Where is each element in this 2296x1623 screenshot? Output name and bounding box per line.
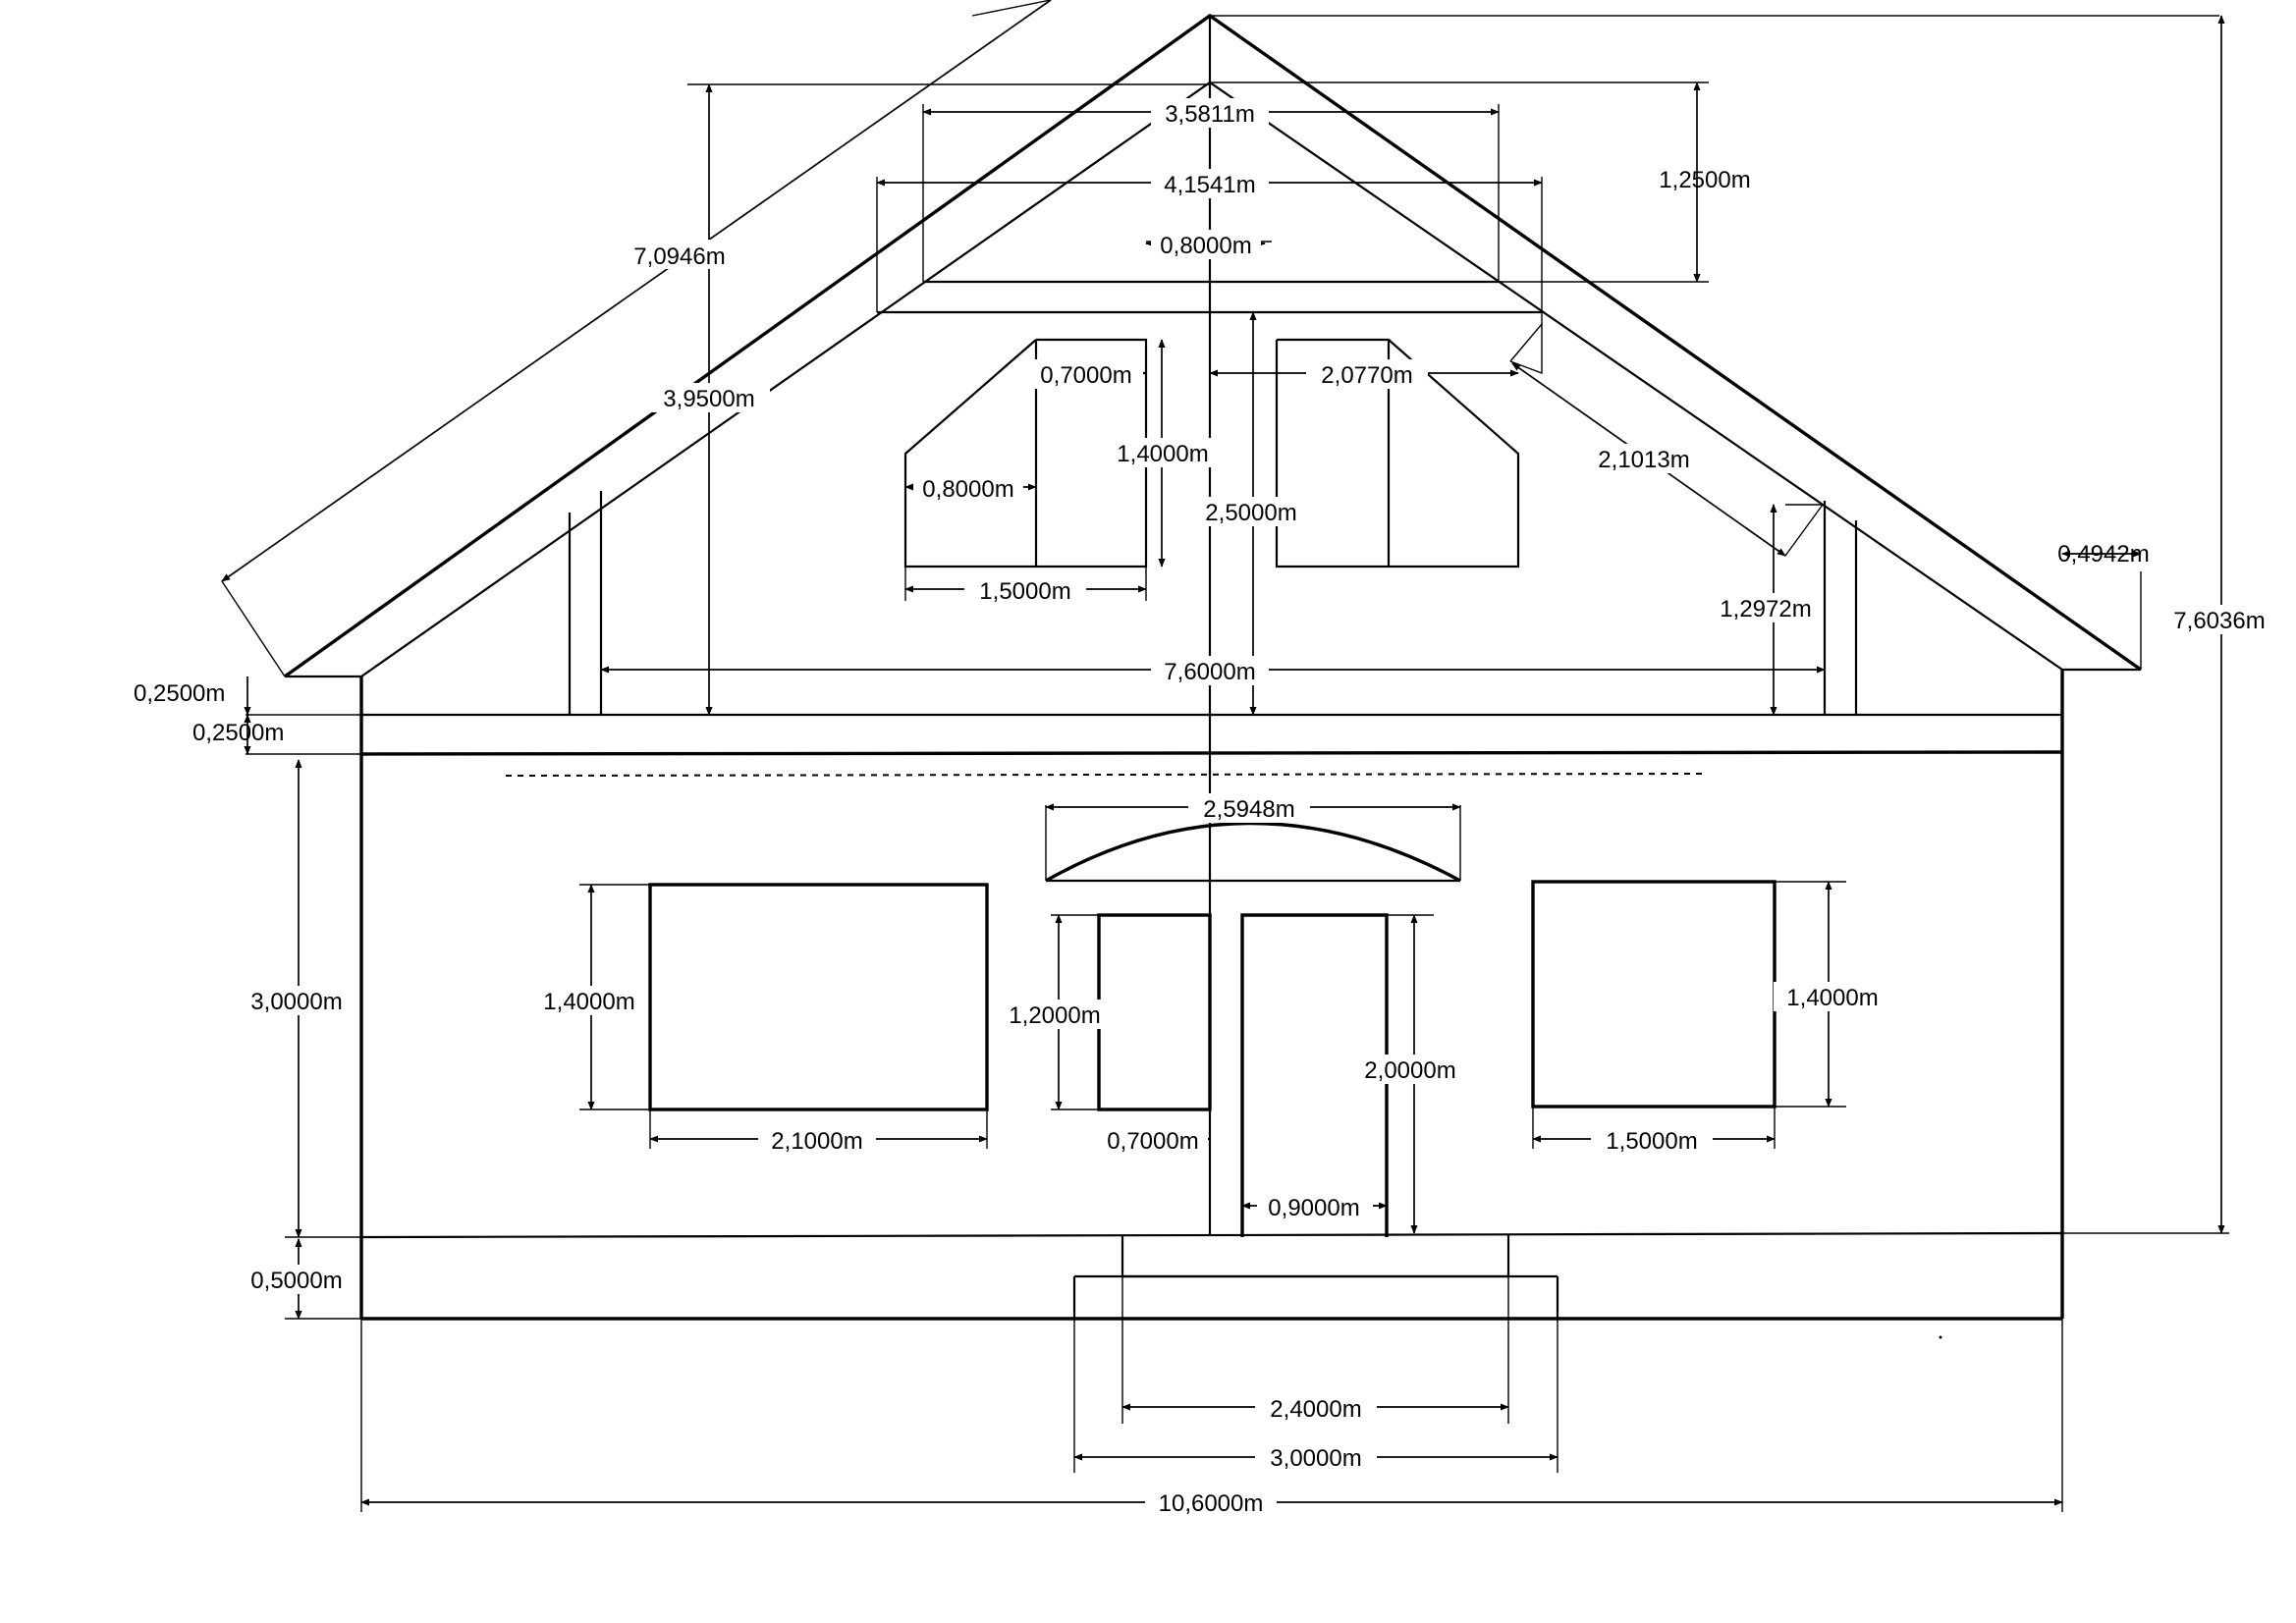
label-roof-right-segment: 2,1013m (1598, 447, 1689, 473)
label-slab-thickness: 0,2500m (192, 720, 284, 746)
label-dormer-base-width: 4,1541m (1164, 172, 1255, 198)
side-window (1097, 913, 1212, 1111)
label-window-right-width: 1,5000m (1606, 1128, 1697, 1155)
window-left (648, 883, 989, 1111)
ceiling-dashed-line (505, 773, 1705, 777)
ext-slope-left (221, 580, 286, 677)
label-eave-overhang: 0,4942m (2057, 541, 2149, 568)
label-window-left-width: 2,1000m (771, 1128, 862, 1155)
label-total-width: 10,6000m (1159, 1490, 1264, 1517)
label-door-width: 0,9000m (1268, 1195, 1359, 1221)
label-dormer-height: 1,2500m (1659, 167, 1750, 193)
label-floor-width: 7,6000m (1164, 659, 1255, 685)
label-window-attic-width: 1,5000m (979, 578, 1070, 605)
label-window-right-height: 1,4000m (1786, 985, 1878, 1011)
label-wall-height: 3,0000m (250, 989, 342, 1015)
label-arch-width: 2,5948m (1203, 796, 1294, 823)
label-door-height: 2,0000m (1364, 1057, 1455, 1084)
knee-posts (568, 491, 1858, 715)
stray-dot (1939, 1335, 1942, 1339)
ground-floor-line (360, 1231, 2063, 1239)
label-total-height: 7,6036m (2173, 608, 2265, 634)
label-window-attic-height: 1,4000m (1117, 441, 1208, 467)
label-window-top-width: 0,8000m (1160, 233, 1251, 259)
entrance-steps (1072, 1235, 1559, 1473)
label-plinth-height: 0,5000m (250, 1268, 342, 1294)
roof-top-left-stub (971, 0, 1052, 17)
label-dormer-top-width: 3,5811m (1165, 101, 1255, 128)
label-window-left-upper: 0,7000m (1040, 362, 1131, 389)
label-step-top-width: 2,4000m (1270, 1396, 1361, 1423)
label-knee-wall: 1,2972m (1720, 596, 1811, 622)
dimension-labels: 7,0946m 3,5811m 4,1541m 1,2500m 0,8000m … (134, 98, 2282, 1518)
label-roof-slope: 7,0946m (633, 243, 725, 270)
door-arch (1045, 821, 1461, 883)
label-eave-thickness: 0,2500m (134, 680, 225, 707)
window-right (1531, 880, 1777, 1109)
label-upper-floor-height: 3,9500m (663, 386, 754, 412)
dormer (876, 104, 1825, 557)
house-body (359, 670, 2064, 1321)
roof-angle-mark-lower (1784, 504, 1825, 557)
label-step-bottom-width: 3,0000m (1270, 1445, 1361, 1472)
label-side-window-width: 0,7000m (1107, 1128, 1198, 1155)
label-attic-height: 2,5000m (1205, 500, 1296, 526)
label-side-window-height: 1,2000m (1009, 1002, 1100, 1029)
step-upper (1121, 1235, 1510, 1278)
attic-window-left-frame (903, 338, 1148, 568)
label-center-to-right-window: 2,0770m (1321, 362, 1412, 389)
dim-roof-slope (221, 0, 1052, 582)
slab-bottom (360, 750, 2063, 756)
label-window-left-height: 1,4000m (543, 989, 634, 1015)
label-window-left-left: 0,8000m (922, 476, 1013, 503)
